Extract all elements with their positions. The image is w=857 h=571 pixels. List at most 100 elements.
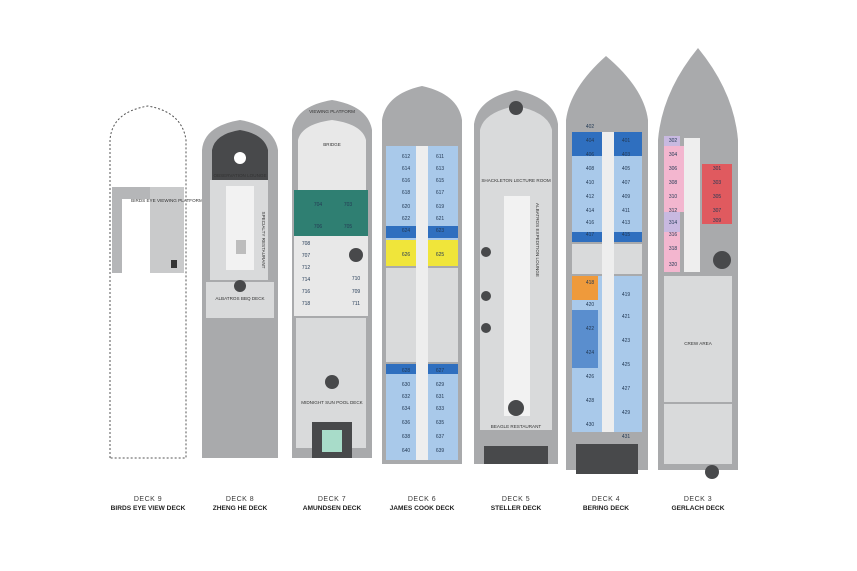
cabin-623[interactable]: 623 (436, 228, 445, 234)
cabin-616[interactable]: 616 (402, 178, 411, 184)
cabin-422[interactable]: 422 (586, 326, 595, 332)
cabin-431[interactable]: 431 (622, 434, 631, 440)
cabin-428[interactable]: 428 (586, 398, 595, 404)
cabin-424[interactable]: 424 (586, 350, 595, 356)
cabin-706[interactable]: 706 (314, 224, 323, 230)
cabin-418[interactable]: 418 (586, 280, 595, 286)
cabin-304[interactable]: 304 (669, 152, 678, 158)
cabin-427[interactable]: 427 (622, 386, 631, 392)
cabin-426[interactable]: 426 (586, 374, 595, 380)
cabin-404[interactable]: 404 (586, 138, 595, 144)
cabin-416[interactable]: 416 (586, 220, 595, 226)
cabin-414[interactable]: 414 (586, 208, 595, 214)
restaurant-icon (508, 400, 524, 416)
cabin-423[interactable]: 423 (622, 338, 631, 344)
cabin-405[interactable]: 405 (622, 166, 631, 172)
cabin-308[interactable]: 308 (669, 180, 678, 186)
cabin-629[interactable]: 629 (436, 382, 445, 388)
cabin-403[interactable]: 403 (622, 152, 631, 158)
cabin-631[interactable]: 631 (436, 394, 445, 400)
cabin-622[interactable]: 622 (402, 216, 411, 222)
cabin-710[interactable]: 710 (352, 276, 361, 282)
cabin-636[interactable]: 636 (402, 420, 411, 426)
cabin-412[interactable]: 412 (586, 194, 595, 200)
cabin-709[interactable]: 709 (352, 289, 361, 295)
cabin-640[interactable]: 640 (402, 448, 411, 454)
cabin-425[interactable]: 425 (622, 362, 631, 368)
cabin-419[interactable]: 419 (622, 292, 631, 298)
cabin-303[interactable]: 303 (713, 180, 722, 186)
cabin-704[interactable]: 704 (314, 202, 323, 208)
cabin-301[interactable]: 301 (713, 166, 722, 172)
cabin-309[interactable]: 309 (713, 218, 722, 224)
cabin-305[interactable]: 305 (713, 194, 722, 200)
cabin-624[interactable]: 624 (402, 228, 411, 234)
cabin-611[interactable]: 611 (436, 154, 444, 160)
cabin-302[interactable]: 302 (669, 138, 678, 144)
cabin-634[interactable]: 634 (402, 406, 411, 412)
cabin-612[interactable]: 612 (402, 154, 411, 160)
cabin-408[interactable]: 408 (586, 166, 595, 172)
cabin-410[interactable]: 410 (586, 180, 595, 186)
cabin-613[interactable]: 613 (436, 166, 445, 172)
cabin-718[interactable]: 718 (302, 301, 311, 307)
cabin-625[interactable]: 625 (436, 252, 445, 258)
deck-4-plan[interactable]: 402 404 406 408 410 412 414 416 401 403 405 407 409 4… (566, 56, 648, 474)
cabin-307[interactable]: 307 (713, 208, 722, 214)
cabin-703[interactable]: 703 (344, 202, 353, 208)
deck-9-plan[interactable]: BIRDS EYE VIEWING PLATFORM (109, 105, 203, 459)
cabin-312[interactable]: 312 (669, 208, 678, 214)
cabin-626[interactable]: 626 (402, 252, 411, 258)
cabin-638[interactable]: 638 (402, 434, 411, 440)
cabin-409[interactable]: 409 (622, 194, 631, 200)
deck-6-plan[interactable]: 612 614 616 618 620 622 624 626 611 613 615 617 619 6… (382, 86, 462, 464)
cabin-430[interactable]: 430 (586, 422, 595, 428)
deck-8-plan[interactable]: OBSERVATION LOUNGE SPECIALTY RESTAURANT … (202, 120, 278, 458)
lounge-icon (481, 323, 491, 333)
cabin-429[interactable]: 429 (622, 410, 631, 416)
cabin-637[interactable]: 637 (436, 434, 445, 440)
heart-icon (349, 248, 363, 262)
cabin-420[interactable]: 420 (586, 302, 595, 308)
cabin-618[interactable]: 618 (402, 190, 411, 196)
cabin-620[interactable]: 620 (402, 204, 411, 210)
cabin-316[interactable]: 316 (669, 232, 678, 238)
cabin-630[interactable]: 630 (402, 382, 411, 388)
cabin-320[interactable]: 320 (669, 262, 678, 268)
deck-3-plan[interactable]: CREW AREA 302304306308310312314316318320… (658, 48, 738, 479)
cabin-708[interactable]: 708 (302, 241, 311, 247)
cabin-635[interactable]: 635 (436, 420, 445, 426)
cabin-306[interactable]: 306 (669, 166, 678, 172)
cabin-417[interactable]: 417 (586, 232, 595, 238)
cabin-314[interactable]: 314 (669, 220, 678, 226)
cabin-711[interactable]: 711 (352, 301, 360, 307)
cabin-705[interactable]: 705 (344, 224, 353, 230)
cabin-402[interactable]: 402 (586, 124, 595, 130)
cabin-310[interactable]: 310 (669, 194, 678, 200)
cabin-413[interactable]: 413 (622, 220, 631, 226)
cabin-707[interactable]: 707 (302, 253, 311, 259)
cabin-421[interactable]: 421 (622, 314, 631, 320)
cabin-714[interactable]: 714 (302, 277, 311, 283)
cabin-639[interactable]: 639 (436, 448, 445, 454)
cabin-401[interactable]: 401 (622, 138, 631, 144)
deck-5-plan[interactable]: SHACKLETON LECTURE ROOM ALBATROS EXPEDIT… (474, 90, 558, 464)
cabin-411[interactable]: 411 (622, 208, 630, 214)
cabin-318[interactable]: 318 (669, 246, 678, 252)
cabin-615[interactable]: 615 (436, 178, 445, 184)
cabin-628[interactable]: 628 (402, 368, 411, 374)
cabin-614[interactable]: 614 (402, 166, 411, 172)
cabin-621[interactable]: 621 (436, 216, 445, 222)
cabin-632[interactable]: 632 (402, 394, 411, 400)
cabin-716[interactable]: 716 (302, 289, 311, 295)
cabin-619[interactable]: 619 (436, 204, 445, 210)
cabin-617[interactable]: 617 (436, 190, 445, 196)
cabin-627[interactable]: 627 (436, 368, 445, 374)
cabin-406[interactable]: 406 (586, 152, 595, 158)
cabin-712[interactable]: 712 (302, 265, 311, 271)
deck-7-plan[interactable]: VIEWING PLATFORM BRIDGE MIDNIGHT SUN POO… (292, 100, 372, 458)
cabin-415[interactable]: 415 (622, 232, 631, 238)
cabin-407[interactable]: 407 (622, 180, 631, 186)
cabin-633[interactable]: 633 (436, 406, 445, 412)
